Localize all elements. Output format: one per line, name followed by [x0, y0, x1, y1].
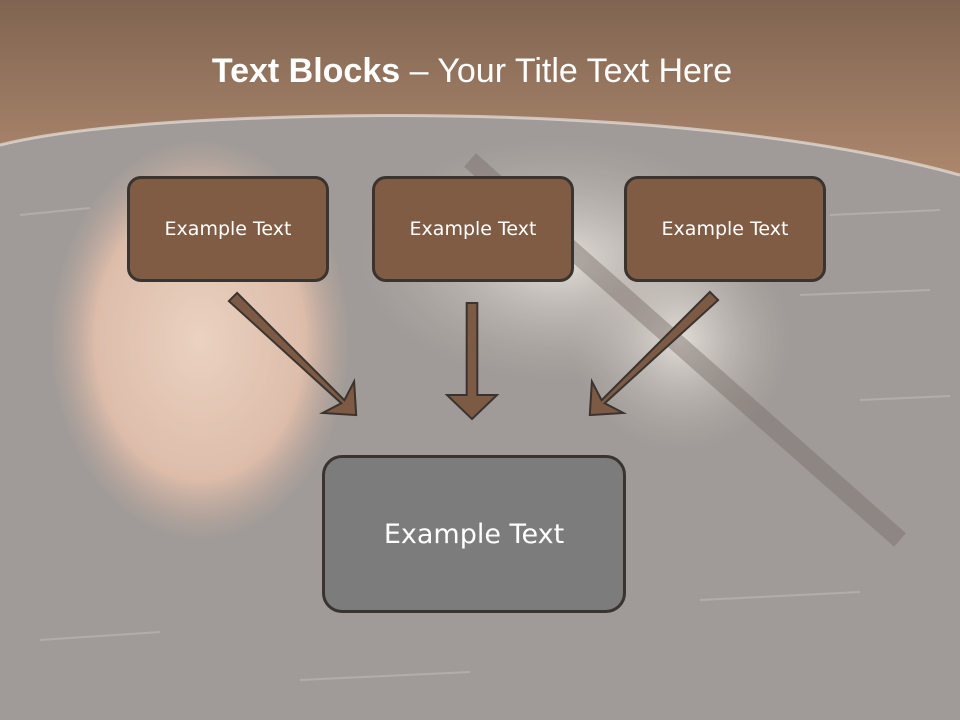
text-block-left[interactable]: Example Text	[127, 176, 329, 282]
arrow-center-to-bottom	[444, 302, 500, 421]
text-block-right[interactable]: Example Text	[624, 176, 826, 282]
title-rest: – Your Title Text Here	[400, 52, 733, 90]
text-block-center[interactable]: Example Text	[372, 176, 574, 282]
arrow-right-to-bottom	[588, 290, 720, 417]
arrow-left-to-bottom	[227, 291, 358, 417]
text-block-bottom[interactable]: Example Text	[322, 455, 626, 613]
title-bold: Text Blocks	[211, 52, 401, 90]
page-title: Text Blocks – Your Title Text Here	[0, 52, 944, 91]
